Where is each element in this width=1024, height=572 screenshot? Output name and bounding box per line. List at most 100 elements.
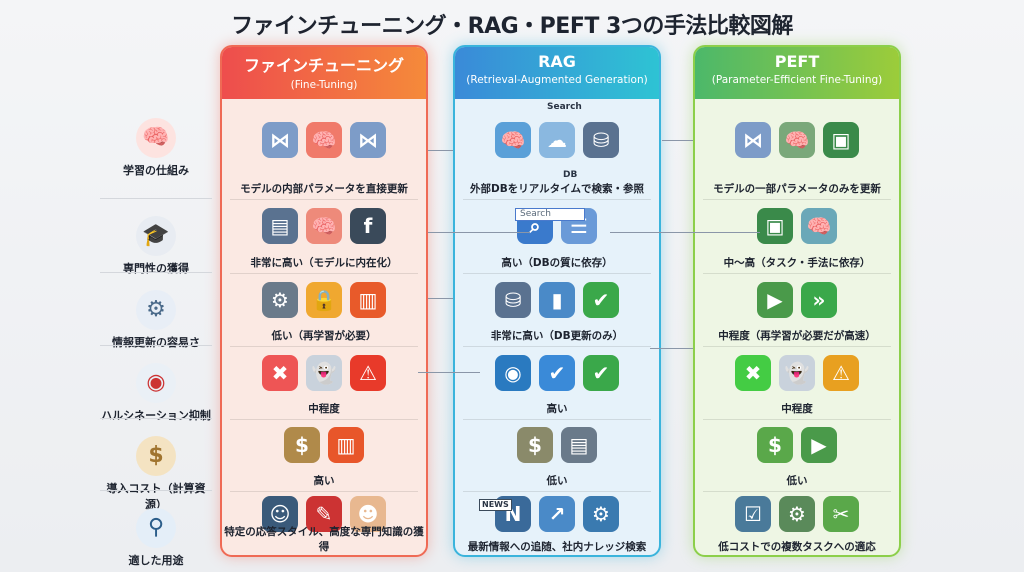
column-subtitle: (Fine-Tuning) <box>290 79 358 91</box>
cell-text: モデルの一部パラメータのみを更新 <box>713 183 881 195</box>
cell-icon: ⋈ <box>735 122 771 158</box>
cell-text: 低い <box>546 475 568 487</box>
gear-cycle-icon: ⚙ <box>136 290 176 330</box>
cell-text: 特定の応答スタイル、高度な専門知識の獲得 <box>224 526 424 553</box>
connector-line <box>428 150 453 151</box>
cell-icon: ⚙ <box>779 496 815 532</box>
connector-line <box>662 140 693 141</box>
cell: ◉✔✔高い <box>455 347 659 420</box>
cell-icon: ☑ <box>735 496 771 532</box>
cell-divider <box>230 199 418 200</box>
cell-text: 低い <box>786 475 808 487</box>
cell-icon: $ <box>284 427 320 463</box>
cell: ☺✎☻特定の応答スタイル、高度な専門知識の獲得 <box>222 492 426 555</box>
cell-icon: ☻ <box>350 496 386 532</box>
cell-icon: ⋈ <box>262 122 298 158</box>
cell-icon: f <box>350 208 386 244</box>
rag-search-arrow-label: Search <box>547 102 582 112</box>
cell-text: 低い（再学習が必要） <box>271 330 377 342</box>
cell-icon: $ <box>517 427 553 463</box>
column-title: ファインチューニング <box>243 56 404 75</box>
cell-text: 非常に高い（DB更新のみ） <box>490 330 624 342</box>
cell: $▥高い <box>222 420 426 492</box>
cell-icon: ✔ <box>583 354 619 391</box>
cell: ⋈🧠⋈モデルの内部パラメータを直接更新 <box>222 102 426 200</box>
cell-text: 中程度 <box>308 403 340 415</box>
cell-text: 中程度（再学習が必要だが高速） <box>718 330 876 342</box>
cell-icon: ▣ <box>757 208 793 244</box>
cell-text: 非常に高い（モデルに内在化） <box>250 257 398 269</box>
row-label-2: ⚙ 情報更新の容易さ <box>100 290 212 350</box>
column-fine-tuning: ファインチューニング(Fine-Tuning)⋈🧠⋈モデルの内部パラメータを直接… <box>220 45 428 557</box>
cell-icon: ☁ <box>539 122 575 158</box>
cell-icon: ⛁ <box>495 281 531 318</box>
cell-icon: ↗ <box>539 496 575 532</box>
cell-divider <box>463 273 651 274</box>
cell-icon: ⚙ <box>583 496 619 532</box>
rag-news-label: NEWS <box>479 499 512 511</box>
row-divider <box>100 490 212 491</box>
cell-icon: ▶ <box>757 281 793 318</box>
cell-icon: ⛁ <box>583 122 619 158</box>
cell-icon: 👻 <box>306 354 342 391</box>
row-divider <box>100 345 212 346</box>
cell-icon: ▶ <box>801 427 837 463</box>
page-title: ファインチューニング・RAG・PEFT 3つの手法比較図解 <box>231 14 793 39</box>
cell-divider <box>703 346 891 347</box>
cell-text: 高い <box>546 403 568 415</box>
rag-search-box-label: Search <box>515 208 585 221</box>
cell: ⛁▮✔ 非常に高い（DB更新のみ） <box>455 274 659 347</box>
cell-divider <box>703 199 891 200</box>
cell-icon: 🔒 <box>306 281 342 318</box>
column-title: RAG <box>538 52 576 71</box>
cell-icon: 👻 <box>779 354 815 391</box>
connector-line <box>650 348 693 349</box>
connector-line <box>418 372 480 373</box>
row-label-1: 🎓 専門性の獲得 <box>100 216 212 276</box>
row-label-0: 🧠学習の仕組み <box>100 118 212 178</box>
cell-text: モデルの内部パラメータを直接更新 <box>240 183 408 195</box>
cell-icon: » <box>801 281 837 318</box>
column-header: ファインチューニング (Fine-Tuning) <box>222 47 426 99</box>
cell: ⋈🧠▣モデルの一部パラメータのみを更新 <box>695 102 899 200</box>
graduation-cap-icon: 🎓 <box>136 216 176 256</box>
cell-divider <box>230 273 418 274</box>
cell: $▶ 低い <box>695 420 899 492</box>
cell-divider <box>703 491 891 492</box>
row-label-5: ⚲ 適した用途 <box>100 508 212 568</box>
cell-divider <box>463 199 651 200</box>
connector-line <box>428 298 453 299</box>
cell: $▤ 低い <box>455 420 659 492</box>
row-divider <box>100 418 212 419</box>
cell-text: 最新情報への追随、社内ナレッジ検索 <box>467 541 647 553</box>
row-label-text: 情報更新の容易さ <box>112 336 200 349</box>
cell-divider <box>703 419 891 420</box>
cell-text: 外部DBをリアルタイムで検索・参照 <box>470 183 644 195</box>
cell: ☑⚙✂低コストでの複数タスクへの適応 <box>695 492 899 555</box>
cell-text: 中程度 <box>781 403 813 415</box>
row-label-text: ハルシネーション抑制 <box>101 409 211 422</box>
row-divider <box>100 198 212 199</box>
magnifier-icon: ⚲ <box>136 508 176 548</box>
column-subtitle: (Retrieval-Augmented Generation) <box>466 74 648 86</box>
connector-line <box>428 232 530 233</box>
cell-icon: ▮ <box>539 281 575 318</box>
cell-icon: 🧠 <box>779 122 815 158</box>
crossed-eye-icon: ◉ <box>136 363 176 403</box>
cell-icon: ⚠ <box>350 354 386 391</box>
row-label-3: ◉ ハルシネーション抑制 <box>100 363 212 423</box>
cell-text: 低コストでの複数タスクへの適応 <box>718 541 876 553</box>
cell-icon: $ <box>757 427 793 463</box>
cell-icon: ▤ <box>561 427 597 463</box>
cell: ▶» 中程度（再学習が必要だが高速） <box>695 274 899 347</box>
cell-text: 中～高（タスク・手法に依存） <box>723 257 871 269</box>
row-label-text: 学習の仕組み <box>123 164 189 177</box>
cell-icon: ▥ <box>350 281 386 318</box>
row-label-text: 専門性の獲得 <box>123 262 189 275</box>
row-label-text: 適した用途 <box>128 554 184 567</box>
cell-icon: ▤ <box>262 208 298 244</box>
cell-icon: ⚙ <box>262 281 298 318</box>
cell-icon: 🧠 <box>306 122 342 158</box>
cell-icon: ✔ <box>583 281 619 318</box>
